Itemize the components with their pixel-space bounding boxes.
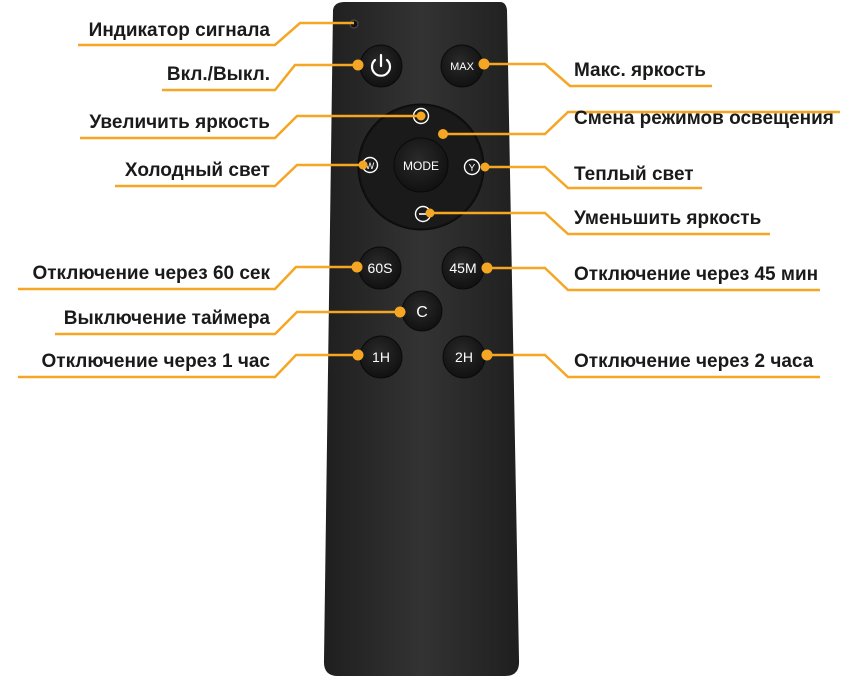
label-power: Вкл./Выкл.: [166, 64, 270, 85]
leader-minus: [430, 211, 770, 236]
timer-1h-button-label: 1H: [372, 349, 390, 365]
label-off-45m: Отключение через 45 мин: [574, 264, 819, 285]
max-button-label: MAX: [450, 61, 475, 73]
mode-button[interactable]: MODE: [393, 137, 449, 193]
label-max-brightness: Макс. яркость: [574, 60, 706, 81]
warm-light-button[interactable]: Y: [463, 158, 481, 176]
timer-2h-button-label: 2H: [455, 349, 473, 365]
leader-c: [55, 310, 400, 336]
timer-45m-button-label: 45M: [449, 260, 476, 276]
timer-1h-button[interactable]: 1H: [359, 335, 403, 379]
warm-light-button-label: Y: [469, 163, 476, 174]
label-increase-brightness: Увеличить яркость: [89, 112, 270, 133]
mode-button-label: MODE: [403, 159, 439, 173]
leader-max: [484, 62, 712, 88]
max-button[interactable]: MAX: [440, 44, 484, 88]
label-off-2h: Отключение через 2 часа: [574, 351, 814, 372]
timer-2h-button[interactable]: 2H: [442, 335, 486, 379]
label-timer-off: Выключение таймера: [63, 308, 270, 329]
timer-cancel-button-label: C: [416, 304, 428, 321]
timer-cancel-button[interactable]: C: [401, 290, 443, 332]
label-warm-light: Теплый свет: [574, 164, 694, 185]
leader-2h: [487, 353, 820, 379]
label-cold-light: Холодный свет: [124, 160, 270, 181]
timer-60s-button-label: 60S: [368, 260, 393, 276]
leader-signal: [78, 21, 354, 47]
label-decrease-brightness: Уменьшить яркость: [574, 208, 762, 229]
leader-mode: [443, 110, 840, 136]
leader-lines: [18, 21, 840, 379]
leader-60s: [18, 265, 357, 291]
power-button[interactable]: [359, 44, 403, 88]
label-signal-indicator: Индикатор сигнала: [88, 20, 270, 41]
leader-power: [162, 63, 358, 92]
cold-light-button-label: W: [366, 161, 375, 171]
leader-cold: [115, 163, 363, 188]
leader-warm: [485, 165, 702, 190]
leader-45m: [487, 266, 820, 292]
label-off-1h: Отключение через 1 час: [41, 351, 270, 372]
timer-45m-button[interactable]: 45M: [441, 246, 485, 290]
leader-dots: [351, 58, 493, 361]
power-icon: [370, 53, 392, 77]
remote-body: [323, 2, 520, 676]
label-off-60s: Отключение через 60 сек: [32, 263, 270, 284]
label-mode-change: Смена режимов освещения: [574, 108, 834, 129]
leader-1h: [18, 353, 358, 379]
timer-60s-button[interactable]: 60S: [358, 246, 402, 290]
leader-plus: [80, 114, 421, 140]
